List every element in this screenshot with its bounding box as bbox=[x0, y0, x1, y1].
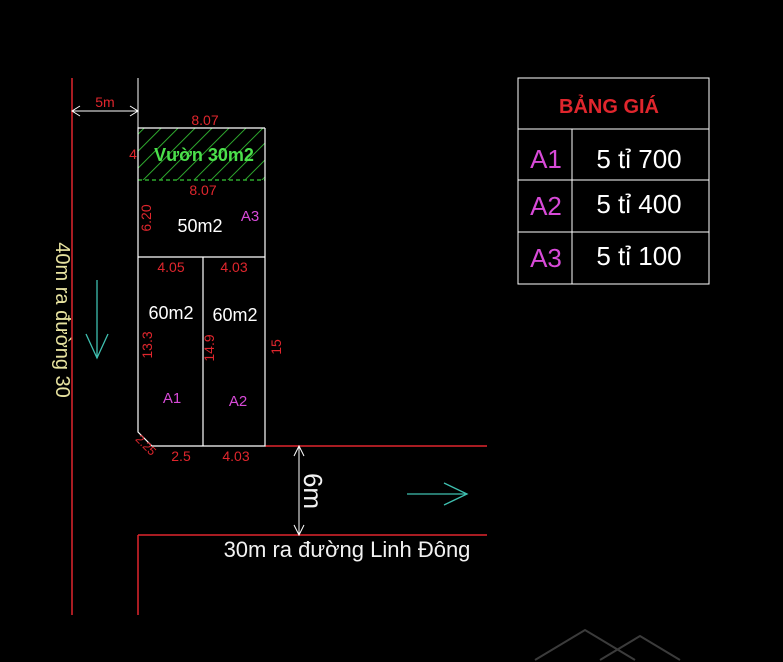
lot-a2-name: A2 bbox=[229, 393, 247, 410]
lot-a3-area: 50m2 bbox=[177, 216, 222, 236]
lot-a3-depth: 6.20 bbox=[138, 204, 154, 231]
price-table: BẢNG GIÁ A1 5 tỉ 700 A2 5 tỉ 400 A3 5 tỉ… bbox=[517, 77, 710, 285]
lot-a2-area: 60m2 bbox=[212, 305, 257, 325]
price-table-title: BẢNG GIÁ bbox=[559, 95, 659, 118]
lot-a1-corner: 2.25 bbox=[133, 432, 160, 459]
lot-a1-top-width: 4.05 bbox=[157, 259, 184, 275]
price-row-value: 5 tỉ 700 bbox=[596, 144, 681, 174]
price-row-lot: A1 bbox=[530, 144, 562, 174]
price-row-lot: A3 bbox=[530, 243, 562, 273]
lot-a2-top-width: 4.03 bbox=[220, 259, 247, 275]
setback-dimension bbox=[71, 78, 139, 128]
left-road-label: 40m ra đường 30 bbox=[51, 242, 73, 397]
bottom-road-label: 30m ra đường Linh Đông bbox=[224, 537, 471, 562]
parcel-outline bbox=[137, 127, 266, 447]
lot-a1-area: 60m2 bbox=[148, 303, 193, 323]
garden-bottom-width: 8.07 bbox=[189, 182, 216, 198]
lot-a2-depth: 14.9 bbox=[201, 334, 217, 361]
price-row-value: 5 tỉ 400 bbox=[596, 189, 681, 219]
lot-a1-name: A1 bbox=[163, 390, 181, 407]
garden-label: Vườn 30m2 bbox=[154, 145, 254, 165]
lot-a1-bottom-width: 2.5 bbox=[171, 448, 191, 464]
garden-hatch bbox=[138, 128, 265, 180]
road-lines bbox=[71, 78, 487, 615]
down-arrow-icon bbox=[85, 280, 109, 360]
setback-label: 5m bbox=[95, 94, 114, 110]
garden-depth: 4 bbox=[129, 146, 137, 162]
lot-a1-depth: 13.3 bbox=[139, 331, 155, 358]
watermark-logo bbox=[534, 628, 681, 661]
road-width-label: 6m bbox=[298, 473, 328, 509]
road-width-dimension bbox=[293, 444, 305, 537]
lot-a3-name: A3 bbox=[241, 208, 259, 225]
right-arrow-icon bbox=[407, 482, 469, 506]
price-row-value: 5 tỉ 100 bbox=[596, 241, 681, 271]
lot-a2-bottom-width: 4.03 bbox=[222, 448, 249, 464]
garden-top-width: 8.07 bbox=[191, 112, 218, 128]
price-row-lot: A2 bbox=[530, 191, 562, 221]
lot-a2-right-depth: 15 bbox=[268, 339, 284, 355]
